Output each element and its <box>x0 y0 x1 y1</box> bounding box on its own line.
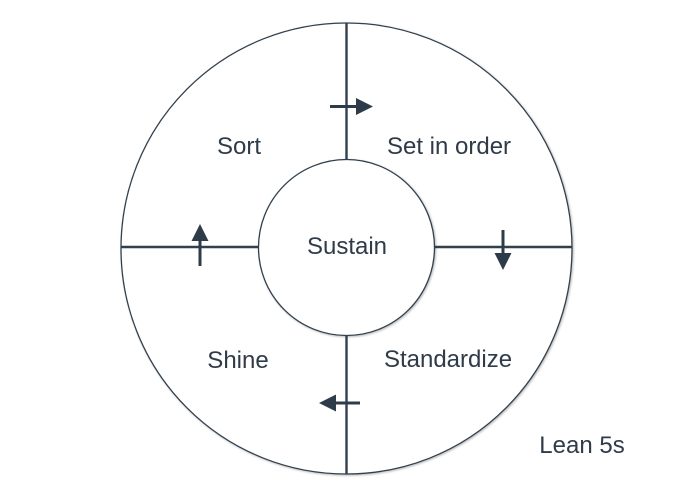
quadrant-label-sort: Sort <box>216 132 262 160</box>
arrow-left-icon <box>319 394 360 412</box>
center-label: Sustain <box>306 232 388 260</box>
arrow-right-icon <box>330 98 373 115</box>
quadrant-label-shine: Shine <box>207 346 269 374</box>
arrow-up-icon <box>191 224 209 266</box>
diagram-title: Lean 5s <box>539 431 625 459</box>
arrow-down-icon <box>494 230 512 270</box>
quadrant-label-standardize: Standardize <box>383 345 513 373</box>
quadrant-label-set-in-order: Set in order <box>386 132 512 160</box>
